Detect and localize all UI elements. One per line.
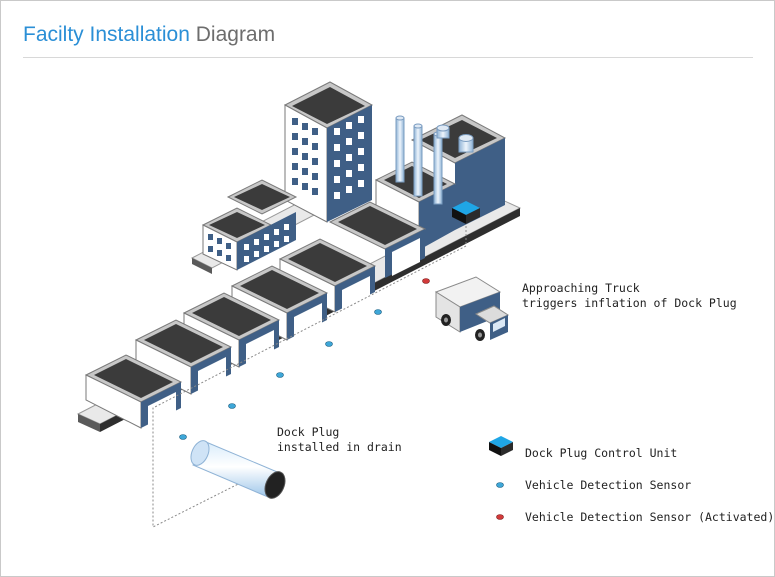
sensor-icon	[374, 309, 382, 315]
title-main: Facilty Installation	[23, 23, 190, 46]
sensor-wiring	[152, 222, 467, 528]
plug-callout: Dock Plug installed in drain	[277, 425, 402, 455]
office-tower	[283, 81, 374, 223]
control-unit-icon	[452, 201, 480, 224]
page-title: Facilty Installation Diagram	[23, 23, 275, 47]
bay-1	[328, 201, 427, 278]
bay-6	[84, 354, 183, 429]
title-divider	[23, 57, 753, 58]
legend-sensor-activated-icon	[496, 514, 504, 520]
warehouse-bays	[84, 201, 427, 429]
truck-callout-line1: Approaching Truck	[522, 281, 640, 295]
sensor-icon	[325, 341, 333, 347]
sensor-icon	[228, 403, 236, 409]
plug-callout-line1: Dock Plug	[277, 425, 340, 439]
sensor-icon	[276, 372, 284, 378]
legend-label-control-unit: Dock Plug Control Unit	[525, 446, 678, 460]
dock-plug-icon	[190, 440, 286, 499]
plug-callout-line2: installed in drain	[277, 440, 402, 454]
sensor-icon	[179, 434, 187, 440]
truck-callout: Approaching Truck triggers inflation of …	[522, 281, 737, 311]
legend-control-unit-icon	[489, 436, 513, 456]
legend-label-sensor-activated: Vehicle Detection Sensor (Activated)	[525, 510, 775, 524]
title-sub: Diagram	[195, 23, 276, 46]
truck-callout-line2: triggers inflation of Dock Plug	[522, 296, 737, 310]
sensor-row	[179, 278, 430, 440]
sensor-activated-icon	[422, 278, 430, 284]
truck-icon	[434, 276, 510, 341]
legend-label-sensor: Vehicle Detection Sensor	[525, 478, 692, 492]
legend-sensor-icon	[496, 482, 504, 488]
small-office	[201, 179, 298, 271]
